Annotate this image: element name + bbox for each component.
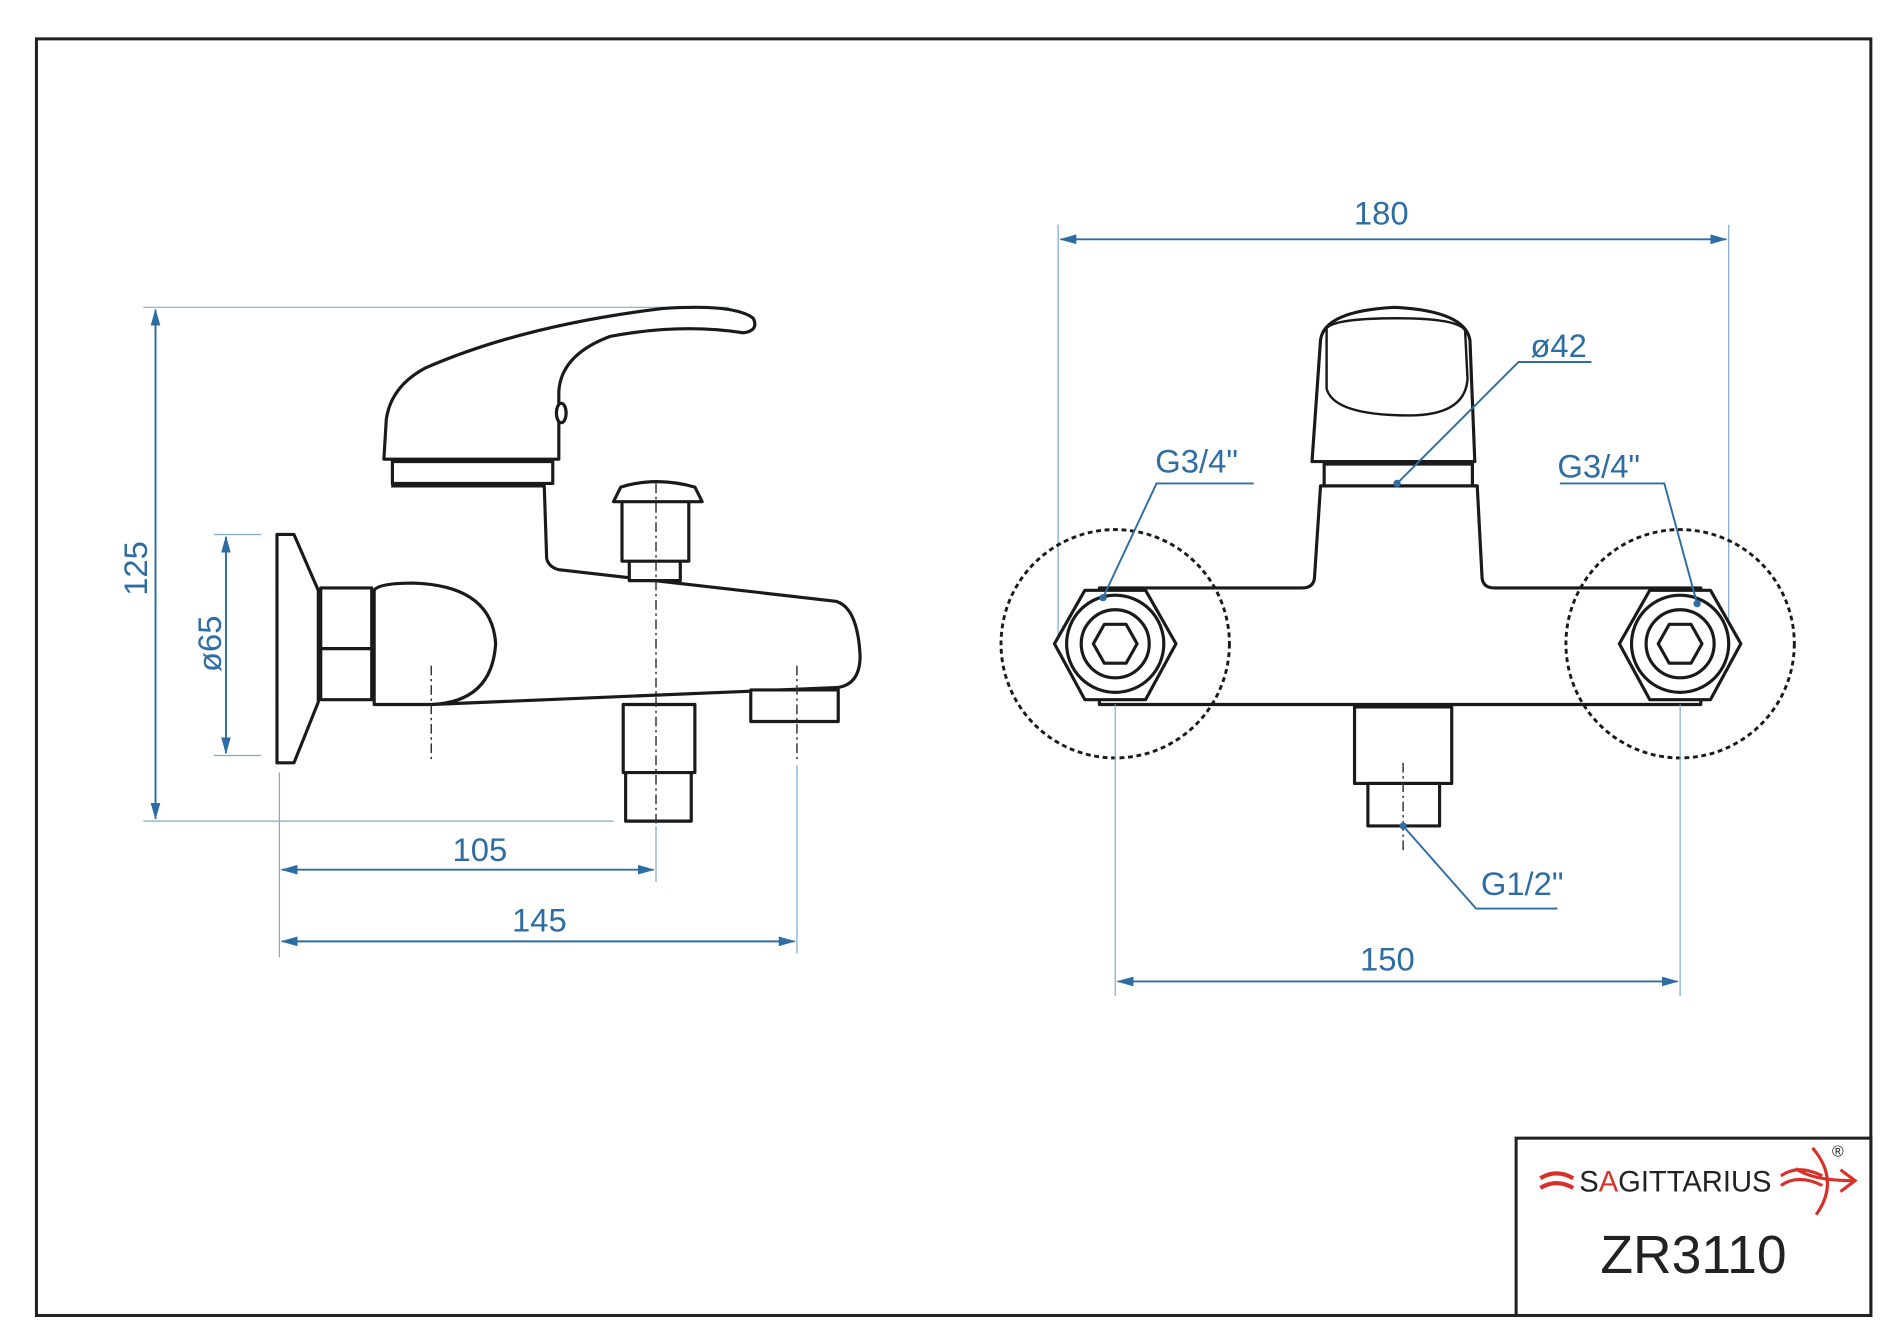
model-number: ZR3110 (1600, 1226, 1786, 1285)
drawing-frame (34, 37, 1873, 1318)
inlet-spacing-label: 150 (1360, 941, 1415, 978)
diverter-knob (611, 480, 704, 504)
mixer-body (372, 484, 862, 707)
side-view: 125 ø65 105 145 (117, 305, 862, 958)
sagittarius-logo: SAGITTARIUS ® (1539, 1143, 1858, 1216)
title-block: SAGITTARIUS ® ZR3110 (1514, 1136, 1873, 1318)
outlet-thread-label: G1/2" (1481, 865, 1564, 902)
aerator (749, 688, 840, 724)
svg-text:®: ® (1832, 1143, 1844, 1160)
width-label: 180 (1354, 195, 1409, 232)
depth-label: 145 (512, 902, 567, 939)
inlet-left-label: G3/4" (1155, 443, 1238, 480)
connector-nut (319, 586, 374, 651)
lever-handle (382, 305, 757, 461)
inlet-right-label: G3/4" (1557, 447, 1640, 484)
handle-base-ring (390, 459, 555, 486)
front-view: 180 ø42 G3/4" G3/4" (999, 195, 1796, 997)
bottom-outlet (621, 702, 697, 775)
front-body (1097, 484, 1703, 707)
height-label: 125 (117, 541, 154, 596)
front-handle (1310, 305, 1477, 464)
inlet-left (999, 528, 1231, 760)
inlet-right (1564, 528, 1796, 760)
handle-diameter-label: ø42 (1530, 327, 1587, 364)
outlet-distance-label: 105 (453, 831, 508, 868)
flange-diameter-label: ø65 (191, 616, 228, 672)
wall-flange (275, 532, 320, 765)
svg-text:SAGITTARIUS: SAGITTARIUS (1579, 1167, 1771, 1199)
